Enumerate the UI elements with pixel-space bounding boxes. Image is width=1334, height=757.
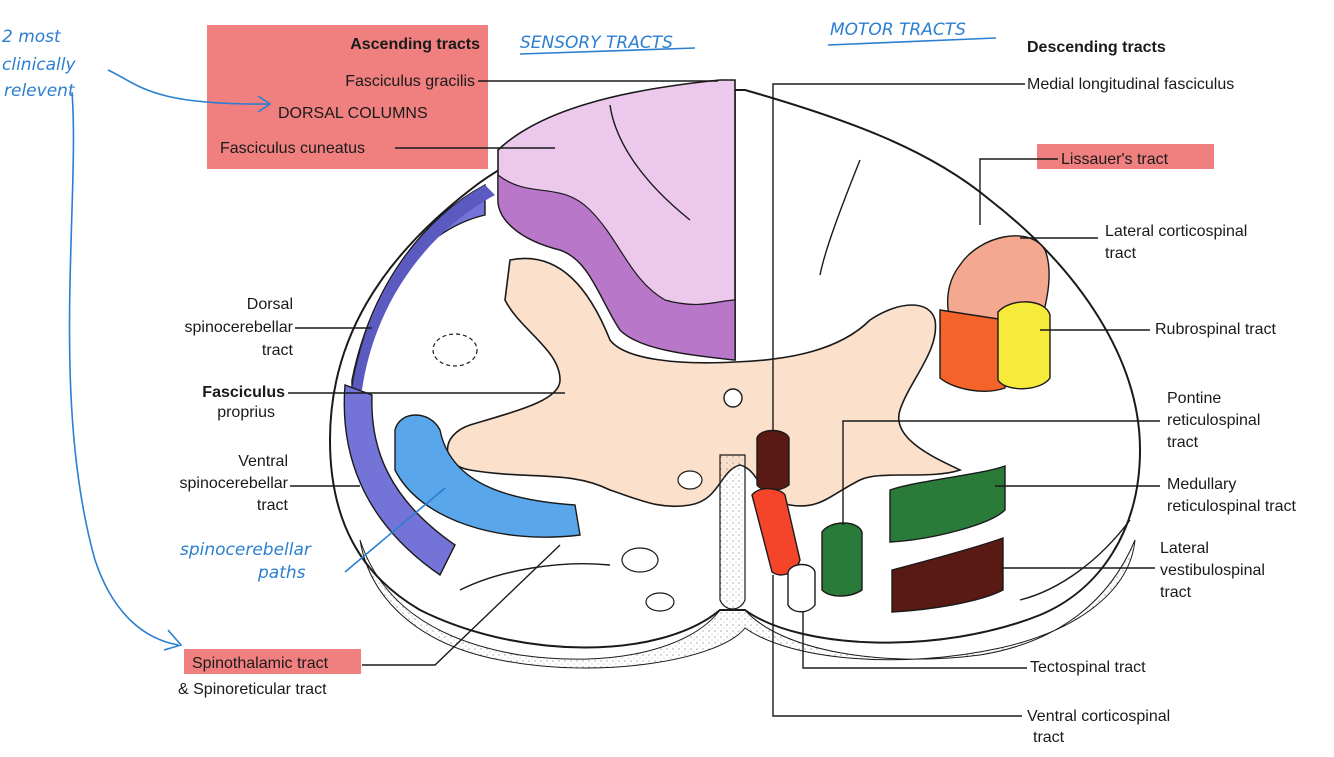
ventral-fissure xyxy=(719,454,746,610)
spinoreticular-label: & Spinoreticular tract xyxy=(178,681,327,698)
dorsal-spinocerebellar-label-2: spinocerebellar xyxy=(184,319,293,336)
ventral-spinocerebellar-label-1: Ventral xyxy=(238,453,288,470)
fasciculus-gracilis-label: Fasciculus gracilis xyxy=(345,73,475,90)
lateral-corticospinal-label-1: Lateral corticospinal xyxy=(1105,223,1247,240)
dorsal-spinocerebellar-label-1: Dorsal xyxy=(247,296,293,313)
rubrospinal-label: Rubrospinal tract xyxy=(1155,321,1277,338)
medial-longitudinal-leader xyxy=(772,83,1025,430)
spinothalamic-arrowhead xyxy=(163,629,183,651)
lissauer-highlight-box xyxy=(1037,144,1214,169)
spinal-cord-section xyxy=(328,79,1142,669)
lateral-vestibulospinal-label-3: tract xyxy=(1160,584,1192,601)
white-matter-oval-4 xyxy=(677,470,703,490)
ventral-spinocerebellar-label-2: spinocerebellar xyxy=(179,475,288,492)
pontine-reticulospinal-label-1: Pontine xyxy=(1167,390,1221,407)
pontine-reticulospinal-label-3: tract xyxy=(1167,434,1199,451)
spinocerebellar-pointer xyxy=(344,487,446,573)
pontine-reticulospinal-label-2: reticulospinal xyxy=(1167,412,1260,429)
sensory-tracts-header: SENSORY TRACTS xyxy=(520,33,673,53)
dorsal-columns-arrow xyxy=(107,69,269,105)
fasciculus-cuneatus-label: Fasciculus cuneatus xyxy=(220,140,365,157)
medullary-reticulospinal-tract xyxy=(889,465,1006,543)
medial-longitudinal-fasciculus-tract xyxy=(756,429,790,491)
pia-rim xyxy=(359,539,1136,669)
white-matter-arc xyxy=(459,563,611,591)
lissauer-label: Lissauer's tract xyxy=(1061,151,1169,168)
ventral-corticospinal-tract xyxy=(751,487,801,576)
dorsal-columns-arrowhead xyxy=(257,95,272,113)
pontine-reticulospinal-leader xyxy=(842,420,1160,525)
fasciculus-proprius-label-1: Fasciculus xyxy=(202,384,285,401)
motor-underline xyxy=(827,37,997,46)
white-matter-oval-3 xyxy=(645,592,675,612)
descending-tracts-title: Descending tracts xyxy=(1027,39,1166,56)
right-white-matter-arc xyxy=(1019,519,1131,601)
spinothalamic-arrow xyxy=(68,91,179,646)
fasciculus-proprius-label-2: proprius xyxy=(217,404,275,421)
ventral-corticospinal-leader xyxy=(772,575,1022,717)
lateral-vestibulospinal-tract xyxy=(891,537,1004,613)
medullary-reticulospinal-label-1: Medullary xyxy=(1167,476,1236,493)
ventral-corticospinal-label-1: Ventral corticospinal xyxy=(1027,708,1170,725)
tectospinal-label: Tectospinal tract xyxy=(1030,659,1146,676)
spinocerebellar-note-2: paths xyxy=(257,563,306,583)
pontine-reticulospinal-tract xyxy=(821,522,863,597)
sensory-underline xyxy=(519,47,696,55)
right-dorsal-column-line xyxy=(819,159,861,276)
rubrospinal-tract-yellow xyxy=(997,301,1051,390)
gracilis-divider xyxy=(609,104,691,221)
spinothalamic-leader xyxy=(362,544,561,666)
lateral-corticospinal-label-2: tract xyxy=(1105,245,1137,262)
spinothalamic-tract xyxy=(394,414,581,538)
tectospinal-leader xyxy=(802,612,1027,669)
ventral-spinocerebellar-label-3: tract xyxy=(257,497,289,514)
dorsal-spinocerebellar-label-3: tract xyxy=(262,342,294,359)
motor-tracts-header: MOTOR TRACTS xyxy=(830,20,966,40)
gray-matter xyxy=(446,257,963,508)
fasciculus-cuneatus-lower xyxy=(497,173,736,361)
rubrospinal-tract-red xyxy=(939,309,1006,392)
spinocerebellar-note-1: spinocerebellar xyxy=(180,540,312,560)
ventral-corticospinal-label-2: tract xyxy=(1033,729,1065,746)
central-canal xyxy=(723,388,743,408)
clinically-note-2: clinically xyxy=(2,55,77,75)
dorsal-columns-label: DORSAL COLUMNS xyxy=(278,105,428,122)
ventral-spinocerebellar-tract xyxy=(343,384,456,577)
lateral-vestibulospinal-label-2: vestibulospinal xyxy=(1160,562,1265,579)
white-matter-oval-2 xyxy=(621,547,659,573)
medial-longitudinal-label: Medial longitudinal fasciculus xyxy=(1027,76,1234,93)
clinically-note-1: 2 most xyxy=(2,27,62,47)
lateral-vestibulospinal-label-1: Lateral xyxy=(1160,540,1209,557)
lissauer-leader xyxy=(979,158,1058,225)
tectospinal-tract xyxy=(787,563,816,613)
medullary-reticulospinal-label-2: reticulospinal tract xyxy=(1167,498,1297,515)
spinothalamic-highlight-box xyxy=(184,649,361,674)
clinically-note-3: relevent xyxy=(4,81,76,101)
ascending-tracts-title: Ascending tracts xyxy=(350,36,480,53)
white-matter-oval-1 xyxy=(432,333,478,367)
spinothalamic-label: Spinothalamic tract xyxy=(192,655,329,672)
ascending-tracts-box: Ascending tracts Fasciculus gracilis DOR… xyxy=(207,25,488,169)
ascending-highlight-box xyxy=(207,25,488,169)
